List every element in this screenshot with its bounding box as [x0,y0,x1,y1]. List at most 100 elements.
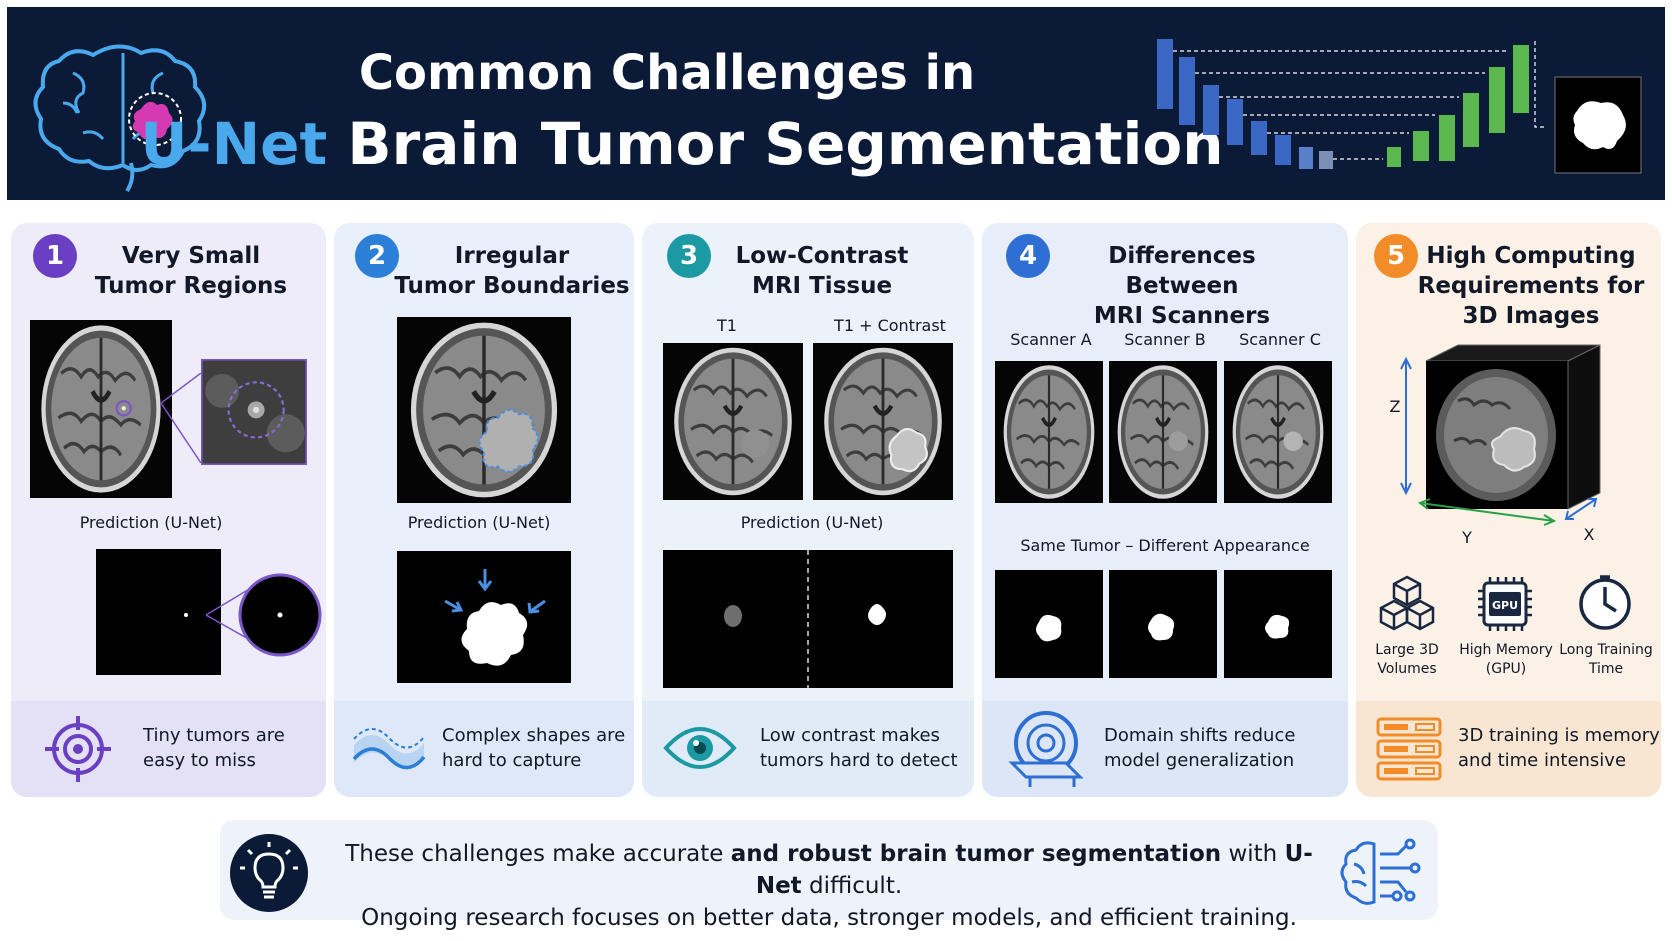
summary-footer: These challenges make accurate and robus… [220,820,1438,931]
axis-y-label: Y [1462,528,1472,547]
scanner-b-mask [1109,570,1217,678]
panel-1-title-line2: Tumor Regions [94,273,288,299]
badge-number-5: 5 [1374,234,1418,278]
prediction-label: Prediction (U-Net) [407,513,551,532]
prediction-mask-image [663,550,953,688]
badge-number-2: 2 [355,234,399,278]
panel-2-title: Irregular Tumor Boundaries [392,241,632,301]
panel-2-title-line1: Irregular [454,243,570,269]
scanner-a-mask [995,570,1103,678]
scanner-b-label: Scanner B [1124,330,1206,349]
panel-1-title-line1: Very Small [121,243,261,269]
tip-text: Complex shapes are hard to capture [442,723,625,773]
mri-scan-image [397,317,571,503]
feature-line1: Large 3D [1375,642,1439,658]
ai-brain-icon [1340,838,1421,905]
prediction-label: Prediction (U-Net) [79,513,223,532]
prediction-zoom-circle [206,573,322,657]
feature-large-3d: Large 3D Volumes [1364,641,1450,679]
gpu-chip-icon: GPU [1478,577,1532,631]
footer-line-1: These challenges make accurate and robus… [330,838,1328,902]
unet-architecture-icon [1157,39,1642,174]
challenge-panel-5: 5 High Computing Requirements for 3D Ima… [1356,223,1661,797]
tip-line-2: model generalization [1104,750,1295,771]
panel-4-title: Differences Between MRI Scanners [1052,241,1312,331]
footer-line1-e: difficult. [801,873,903,899]
header-banner: Common Challenges in U-Net Brain Tumor S… [7,7,1665,200]
panel-5-title-line2: Requirements for [1417,273,1645,299]
axis-x-label: X [1583,525,1595,544]
panel-2-title-line2: Tumor Boundaries [394,273,630,299]
mri-scan-image [30,320,172,498]
brain-logo-icon [33,44,207,193]
tip-strip: Domain shifts reduce model generalizatio… [982,701,1348,797]
scanner-c-image [1224,361,1332,503]
tip-strip: 3D training is memory and time intensive [1356,701,1661,797]
tip-line-2: hard to capture [442,750,582,771]
challenge-panel-2: 2 Irregular Tumor Boundaries Prediction … [334,223,634,797]
tip-line-1: 3D training is memory [1458,725,1660,746]
mri-t1-contrast-image [813,343,953,500]
prediction-mask-image [96,549,221,675]
feature-line2: (GPU) [1485,661,1527,677]
challenge-panel-4: 4 Differences Between MRI Scanners Scann… [982,223,1348,797]
badge-number-1: 1 [33,234,77,278]
footer-line-2: Ongoing research focuses on better data,… [361,905,1297,931]
panel-5-title-line3: 3D Images [1462,303,1600,329]
panel-1-title: Very Small Tumor Regions [71,241,311,301]
tip-line-1: Domain shifts reduce [1104,725,1296,746]
tip-text: 3D training is memory and time intensive [1458,723,1660,773]
same-tumor-label: Same Tumor – Different Appearance [1020,536,1310,555]
feature-line2: Time [1588,661,1624,677]
wave-icon [352,728,426,770]
feature-line2: Volumes [1377,661,1437,677]
tip-line-1: Tiny tumors are [143,725,285,746]
tip-line-1: Complex shapes are [442,725,626,746]
t1-contrast-label: T1 + Contrast [834,316,946,335]
axis-z-label: Z [1389,397,1401,416]
tip-text: Domain shifts reduce model generalizatio… [1104,723,1295,773]
title-rest: Brain Tumor Segmentation [327,110,1224,178]
title-line-2: U-Net Brain Tumor Segmentation [7,110,1357,178]
lightbulb-icon [230,834,308,912]
tip-line-2: easy to miss [143,750,256,771]
t1-label: T1 [717,316,737,335]
tip-strip: Tiny tumors are easy to miss [11,701,326,797]
prediction-label: Prediction (U-Net) [740,513,884,532]
feature-long-training: Long Training Time [1554,641,1658,679]
mri-t1-image [663,343,803,500]
tip-strip: Low contrast makes tumors hard to detect [642,701,974,797]
scanner-a-label: Scanner A [1010,330,1092,349]
gpu-text: GPU [1492,599,1518,612]
feature-line1: High Memory [1459,642,1553,658]
feature-high-memory: High Memory (GPU) [1456,641,1556,679]
mri-scanner-icon [1008,711,1084,787]
panel-4-title-line1: Differences Between [1108,243,1256,299]
footer-text: These challenges make accurate and robus… [330,838,1328,934]
eye-icon [663,727,737,769]
title-accent: U-Net [140,110,328,178]
prediction-mask-image [397,551,571,683]
clock-icon [1579,575,1631,630]
panel-5-title: High Computing Requirements for 3D Image… [1406,241,1656,331]
tip-line-1: Low contrast makes [760,725,940,746]
challenge-panel-3: 3 Low-Contrast MRI Tissue T1 T1 + Contra… [642,223,974,797]
server-icon [1376,717,1442,781]
tip-line-2: and time intensive [1458,750,1627,771]
panel-4-title-line2: MRI Scanners [1093,303,1271,329]
zoomed-tumor-image [201,359,307,465]
footer-line1-d: U-Net [755,841,1313,899]
panel-5-title-line1: High Computing [1426,243,1636,269]
badge-number-4: 4 [1006,234,1050,278]
cubes-icon [1379,575,1435,631]
footer-line1-b: and robust brain tumor segmentation [730,841,1222,867]
tip-text: Tiny tumors are easy to miss [143,723,285,773]
panel-3-title: Low-Contrast MRI Tissue [702,241,942,301]
scanner-a-image [995,361,1103,503]
tip-text: Low contrast makes tumors hard to detect [760,723,958,773]
challenge-panel-1: 1 Very Small Tumor Regions Prediction (U… [11,223,326,797]
title-line-1: Common Challenges in [358,45,976,101]
3d-volume-image [1400,344,1601,526]
footer-line1-a: These challenges make accurate [345,841,731,867]
tip-line-2: tumors hard to detect [760,750,958,771]
